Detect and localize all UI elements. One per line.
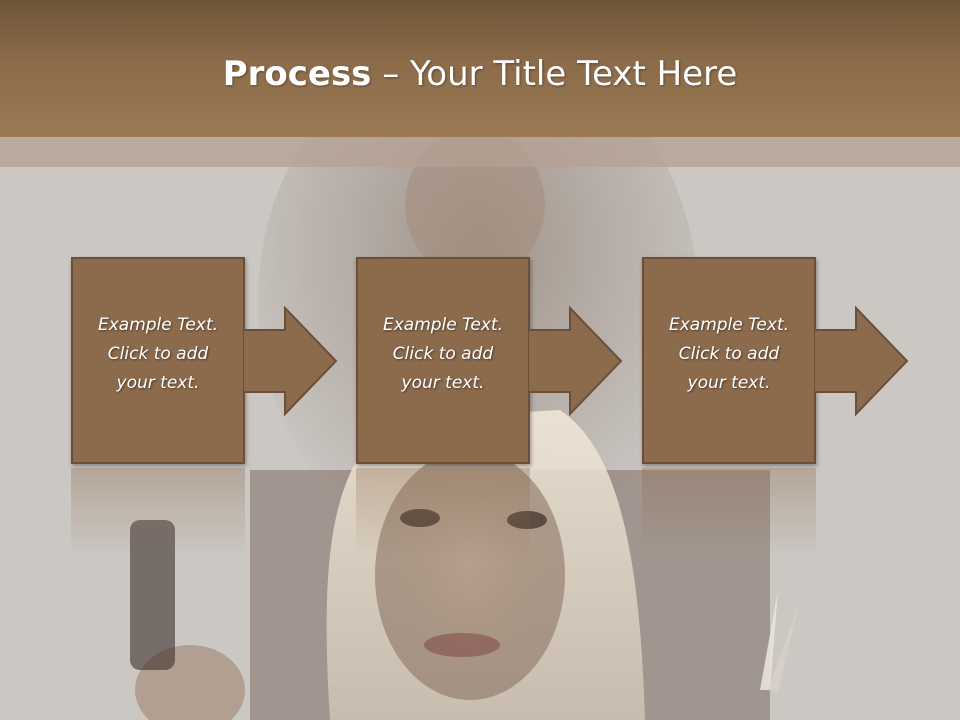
process-step-text-1[interactable]: Example Text. Click to add your text. — [73, 311, 243, 398]
step-line: Example Text. — [97, 315, 219, 335]
title-bar — [0, 0, 960, 137]
slide-title-bold: Process — [222, 54, 372, 94]
box-reflection — [356, 468, 530, 558]
slide-title-rest: – Your Title Text Here — [371, 54, 738, 94]
step-line: Click to add — [107, 344, 209, 364]
step-line: Example Text. — [668, 315, 790, 335]
arrow-right-icon — [528, 306, 623, 416]
process-step-box-3[interactable]: Example Text. Click to add your text. — [642, 257, 816, 464]
arrow-right-icon — [243, 306, 338, 416]
step-line: your text. — [687, 373, 771, 393]
title-underband — [0, 137, 960, 167]
step-line: Click to add — [678, 344, 780, 364]
process-step-box-1[interactable]: Example Text. Click to add your text. — [71, 257, 245, 464]
step-line: your text. — [116, 373, 200, 393]
slide-title[interactable]: Process – Your Title Text Here — [0, 52, 960, 96]
step-line: Example Text. — [382, 315, 504, 335]
arrow-right-icon — [814, 306, 909, 416]
box-reflection — [71, 468, 245, 558]
process-step-text-3[interactable]: Example Text. Click to add your text. — [644, 311, 814, 398]
box-reflection — [642, 468, 816, 558]
step-line: your text. — [401, 373, 485, 393]
process-step-text-2[interactable]: Example Text. Click to add your text. — [358, 311, 528, 398]
process-step-box-2[interactable]: Example Text. Click to add your text. — [356, 257, 530, 464]
step-line: Click to add — [392, 344, 494, 364]
